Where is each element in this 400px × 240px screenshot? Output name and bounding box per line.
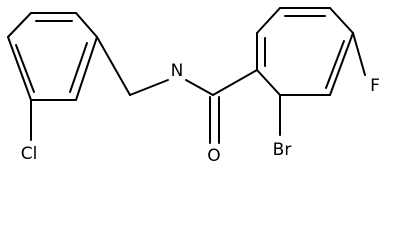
bond [75,36,98,101]
chemical-structure-diagram: N O Cl Br F [7,7,380,166]
bond [256,7,281,34]
bond [256,69,281,96]
double-bond-inner [69,42,88,93]
double-bond-inner [325,40,345,89]
bond [329,32,354,96]
bond [329,7,354,34]
bond [7,36,32,101]
bromofluorophenyl-ring [256,7,354,96]
bond-n-c [185,79,214,96]
atom-label-br: Br [273,140,292,160]
atom-label-f: F [370,76,380,96]
bond-ring-ch2 [96,36,131,96]
atom-label-n: N [171,61,184,81]
bond-ch2-n [129,79,169,96]
bond [7,12,32,38]
bond-c-f [352,32,366,76]
double-bond-inner [15,44,35,93]
chlorophenyl-ring [7,12,98,101]
atom-label-o: O [207,146,220,166]
atom-label-cl: Cl [21,144,38,164]
bond-c-ring [212,69,258,96]
bond [75,12,98,38]
